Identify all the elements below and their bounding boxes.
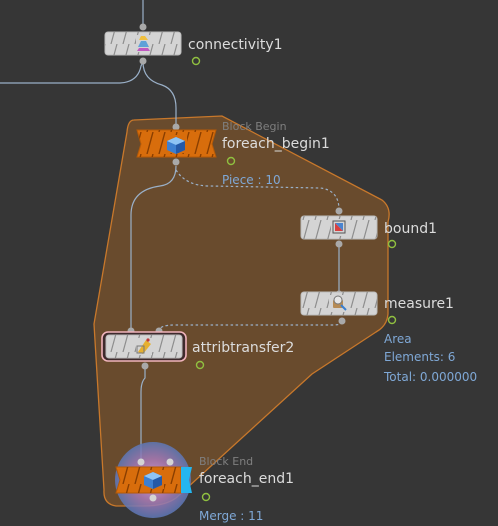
display-flag[interactable] [387,239,397,249]
node-name-bound1: bound1 [384,221,437,237]
wire-left [0,61,144,84]
input-connector[interactable] [139,23,147,31]
output-connector[interactable] [141,362,149,370]
node-connectivity1[interactable] [104,23,201,66]
node-name-connectivity1: connectivity1 [188,37,283,53]
node-name-foreach-end1: foreach_end1 [199,471,294,487]
cube-icon [165,135,187,154]
attrib-transfer-icon [136,338,152,355]
output-connector[interactable] [139,57,147,65]
display-flag-active[interactable] [181,467,192,493]
measure-info-elements: Elements: 6 [384,350,456,364]
output-connector[interactable] [338,317,346,325]
wire-begin-to-bound [175,169,340,211]
block-end-label: Block End [199,455,254,468]
output-connector[interactable] [172,158,180,166]
node-attribtransfer2[interactable] [101,327,205,370]
display-flag[interactable] [201,492,211,502]
measure-icon [329,295,347,312]
bound-box-icon [331,219,347,236]
output-connector[interactable] [149,494,157,502]
display-flag[interactable] [191,56,201,66]
display-flag[interactable] [387,315,397,325]
node-bound1[interactable] [300,207,397,249]
input-connector-2[interactable] [166,458,174,466]
node-name-attribtransfer2: attribtransfer2 [192,340,295,356]
wire-begin-to-attribtransfer [130,165,177,330]
input-connector[interactable] [172,123,180,131]
input-connector[interactable] [335,207,343,215]
measure-info-total: Total: 0.000000 [384,370,478,384]
node-measure1[interactable] [300,290,397,325]
node-name-measure1: measure1 [384,296,454,312]
output-connector[interactable] [335,240,343,248]
piece-info: Piece : 10 [222,173,281,187]
wire-attribtransfer-to-end [140,367,146,462]
display-flag[interactable] [226,156,236,166]
node-foreach-begin1[interactable] [136,123,236,166]
display-flag[interactable] [195,360,205,370]
node-foreach-end1[interactable] [115,442,211,518]
connectivity-icon [136,35,150,52]
input-connector-1[interactable] [137,458,145,466]
block-begin-label: Block Begin [222,120,287,133]
cube-icon [142,470,164,489]
merge-info: Merge : 11 [199,509,264,523]
measure-info-attribute: Area [384,332,412,346]
wire-connectivity-to-begin [142,61,177,128]
node-name-foreach-begin1: foreach_begin1 [222,136,330,152]
